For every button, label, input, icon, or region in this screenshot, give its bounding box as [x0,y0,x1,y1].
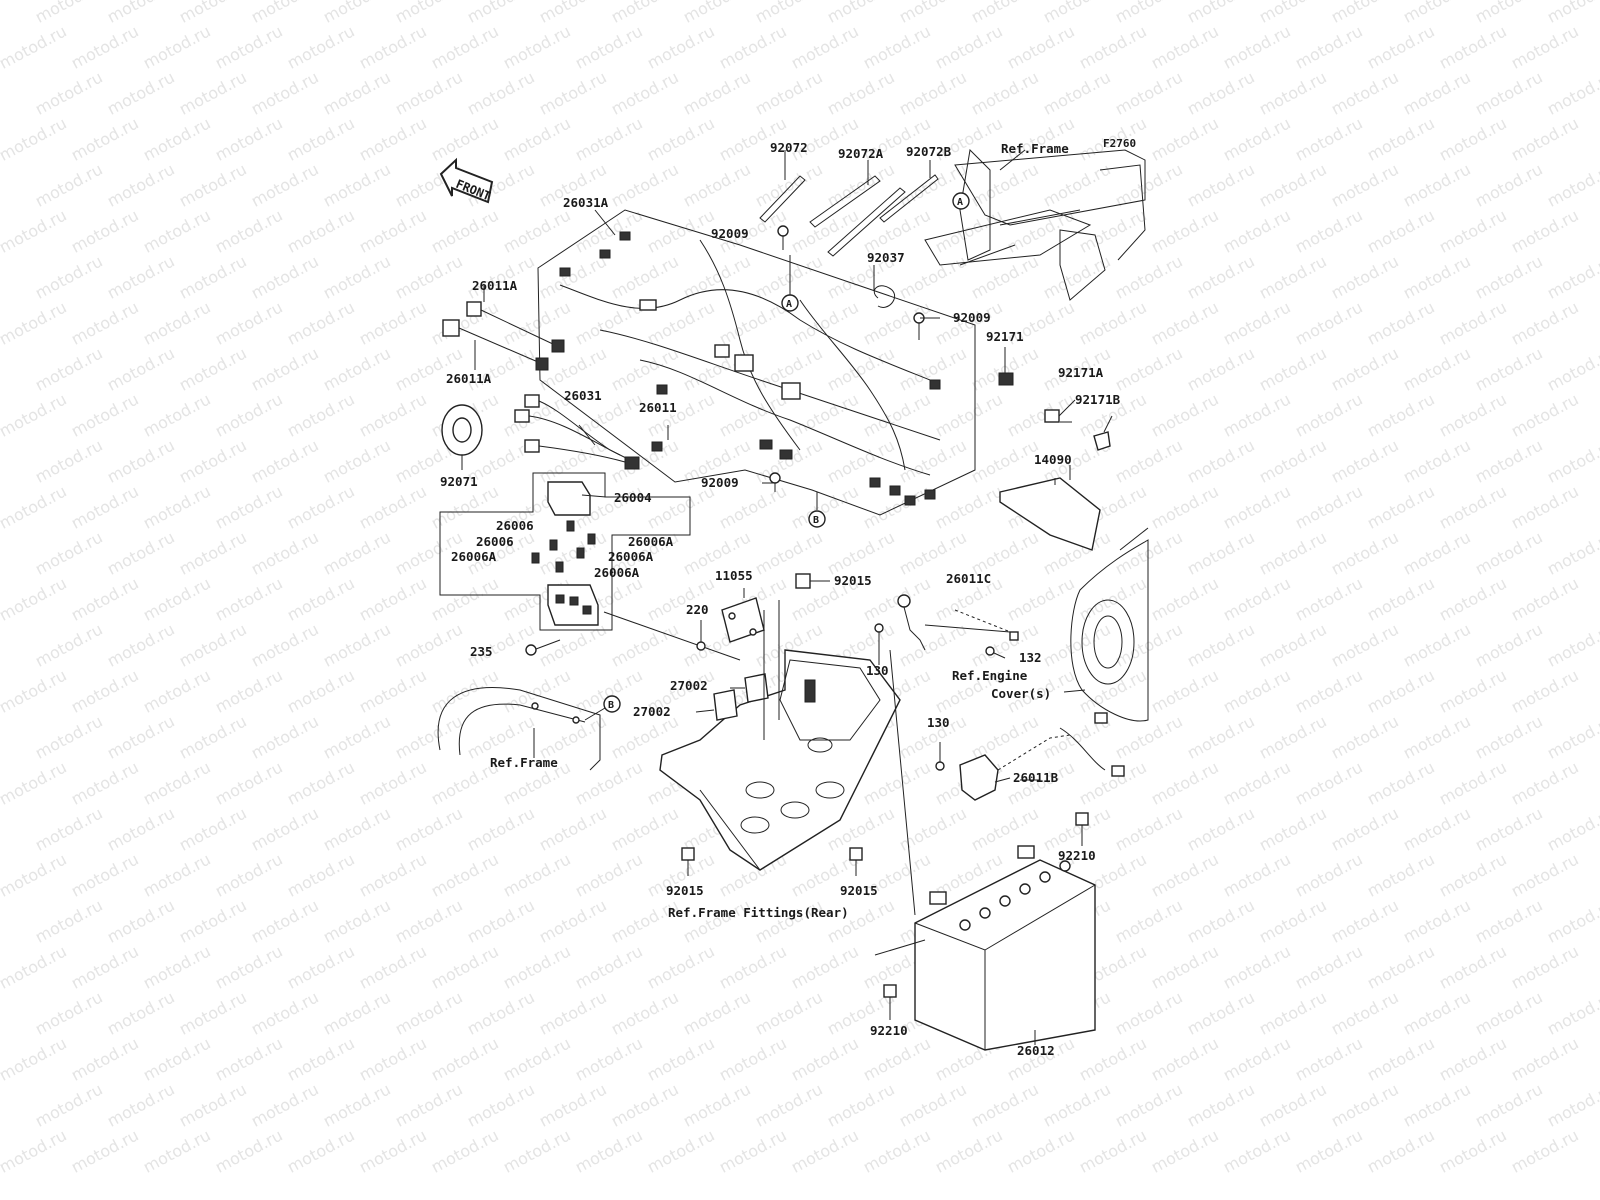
label-ref-frame-top: Ref.Frame [1001,141,1069,156]
label-92072: 92072 [770,140,808,155]
label-220: 220 [686,602,709,617]
grommet-92071-icon [441,404,483,470]
clip-92015-left-icon [681,847,695,876]
fuse-box-group-icon [439,472,741,661]
sensor-26011B-icon [959,712,1125,801]
sub-harness-26011A-top-icon [466,301,565,353]
label-26011A-bottom: 26011A [446,371,492,386]
label-26006A-d: 26006A [594,565,640,580]
leader-lines [594,149,1072,956]
bracket-11055-icon [721,588,765,643]
label-92037: 92037 [867,250,905,265]
clip-92171A-icon [1044,399,1076,423]
label-92210-right: 92210 [1058,848,1096,863]
label-26006A-b: 26006A [451,549,497,564]
clip-92210-right-icon [1075,812,1089,846]
bolt-235-icon [525,639,561,656]
label-235: 235 [470,644,493,659]
ref-marker-a-frame: A [957,197,963,208]
label-27002-b: 27002 [633,704,671,719]
label-130-b: 130 [927,715,950,730]
clip-92015-top-icon [795,573,830,589]
label-132: 132 [1019,650,1042,665]
label-92009-b: 92009 [953,310,991,325]
label-92072A: 92072A [838,146,884,161]
bolt-130-a-icon [874,623,884,665]
clip-92171B-icon [1093,415,1113,451]
label-ref-frame-fittings: Ref.Frame Fittings(Rear) [668,905,849,920]
label-26031A: 26031A [563,195,609,210]
label-ref-frame-left: Ref.Frame [490,755,558,770]
label-92009-c: 92009 [701,475,739,490]
bolt-220-icon [696,620,706,651]
label-92210-bottom: 92210 [870,1023,908,1038]
label-92015-left: 92015 [666,883,704,898]
bolt-130-b-icon [935,742,945,771]
label-92009-a: 92009 [711,226,749,241]
label-92072B: 92072B [906,144,952,159]
label-27002-a: 27002 [670,678,708,693]
battery-tray-icon [659,649,901,871]
label-130-a: 130 [866,663,889,678]
bolt-132-icon [985,646,1006,659]
label-26011A-top: 26011A [472,278,518,293]
clip-92171-icon [998,372,1014,386]
bolt-92009-c-icon [769,472,781,492]
ref-marker-b-frame: B [608,700,614,711]
label-cover: Cover(s) [991,686,1051,701]
relay-27002-b-icon [695,689,738,721]
label-26011C: 26011C [946,571,991,586]
battery-26012-icon [914,845,1096,1051]
label-92171B: 92171B [1075,392,1121,407]
frame-left-icon: B [437,687,621,771]
cable-tie-92072-icon [759,175,806,223]
front-arrow-icon: FRONT [439,157,494,204]
cable-tie-92072B-icon [879,174,939,223]
label-26006A-c: 26006A [608,549,654,564]
diagram-code: F2760 [1103,137,1136,150]
label-26006-a: 26006 [496,518,534,533]
label-26004: 26004 [614,490,652,505]
ref-marker-a-harness: A [786,299,792,310]
label-ref-engine: Ref.Engine [952,668,1028,683]
sensor-26011C-icon [897,594,1019,651]
clamp-92037-icon [873,285,896,308]
label-11055: 11055 [715,568,753,583]
sub-harness-26011A-bottom-icon [442,319,549,371]
cable-tie-92072A-icon [809,175,906,257]
bolt-92009-b-icon [913,312,925,340]
label-92015-right: 92015 [840,883,878,898]
part-labels: 92072 92072A 92072B Ref.Frame 26031A 920… [440,140,1121,1058]
frame-top-right-icon: A [924,148,1146,301]
cover-14090-icon [999,477,1101,551]
label-26011B: 26011B [1013,770,1059,785]
label-92171: 92171 [986,329,1024,344]
main-harness-26031A-icon: A B [537,209,976,528]
label-92071: 92071 [440,474,478,489]
label-26006A-a: 26006A [628,534,674,549]
clip-92210-bottom-icon [883,984,897,1020]
bolt-92009-a-icon [777,225,789,250]
clip-92015-right-icon [849,847,863,876]
label-26006-b: 26006 [476,534,514,549]
sub-harness-26031-icon [514,394,640,470]
label-26012: 26012 [1017,1043,1055,1058]
label-92171A: 92171A [1058,365,1104,380]
label-92015-top: 92015 [834,573,872,588]
label-14090: 14090 [1034,452,1072,467]
relay-27002-a-icon [730,673,769,703]
label-26011: 26011 [639,400,677,415]
ref-marker-b-harness: B [813,515,819,526]
engine-cover-icon [1063,527,1149,722]
label-26031: 26031 [564,388,602,403]
